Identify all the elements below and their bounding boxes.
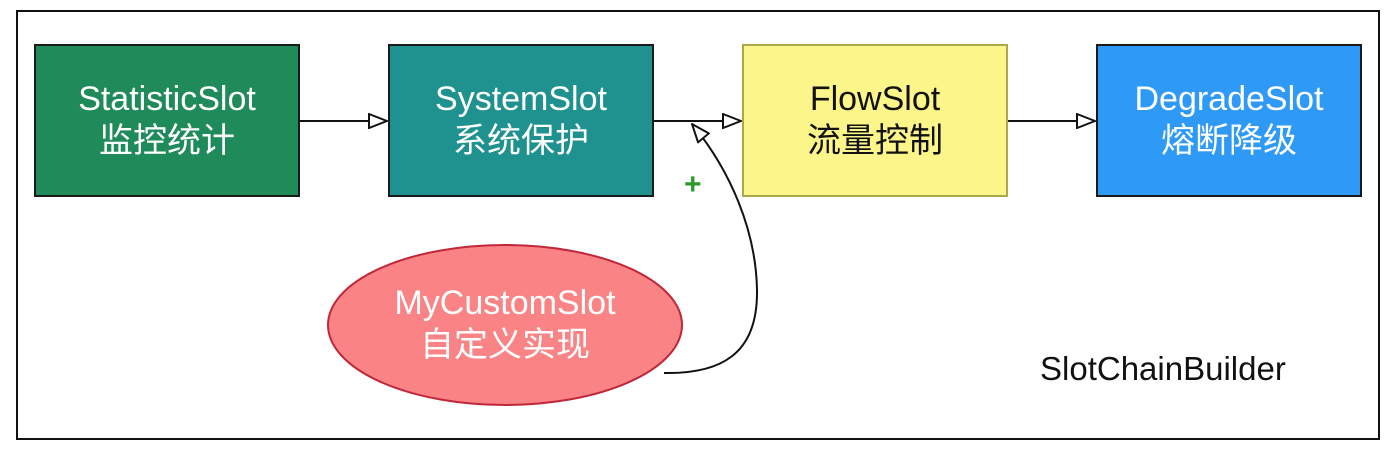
slot-name: FlowSlot: [809, 79, 941, 118]
system-slot-box: SystemSlot 系统保护: [388, 44, 654, 197]
custom-slot-desc: 自定义实现: [420, 325, 590, 365]
slot-desc: 熔断降级: [1161, 120, 1297, 161]
statistic-slot-box: StatisticSlot 监控统计: [34, 44, 300, 197]
slot-name: StatisticSlot: [78, 79, 256, 118]
slot-name: SystemSlot: [435, 79, 607, 118]
slot-desc: 系统保护: [453, 120, 589, 161]
insert-plus-icon: +: [684, 168, 702, 201]
degrade-slot-box: DegradeSlot 熔断降级: [1096, 44, 1362, 197]
slot-desc: 监控统计: [99, 120, 235, 161]
slot-chain-builder-label: SlotChainBuilder: [1040, 350, 1286, 387]
slot-desc: 流量控制: [807, 120, 943, 161]
slot-name: DegradeSlot: [1134, 79, 1324, 118]
custom-slot-name: MyCustomSlot: [394, 284, 616, 322]
custom-slot-label: MyCustomSlot 自定义实现: [328, 250, 682, 400]
edge-custom-insert: [663, 124, 759, 375]
custom-slot-ellipse: [327, 244, 683, 406]
flow-slot-box: FlowSlot 流量控制: [742, 44, 1008, 197]
